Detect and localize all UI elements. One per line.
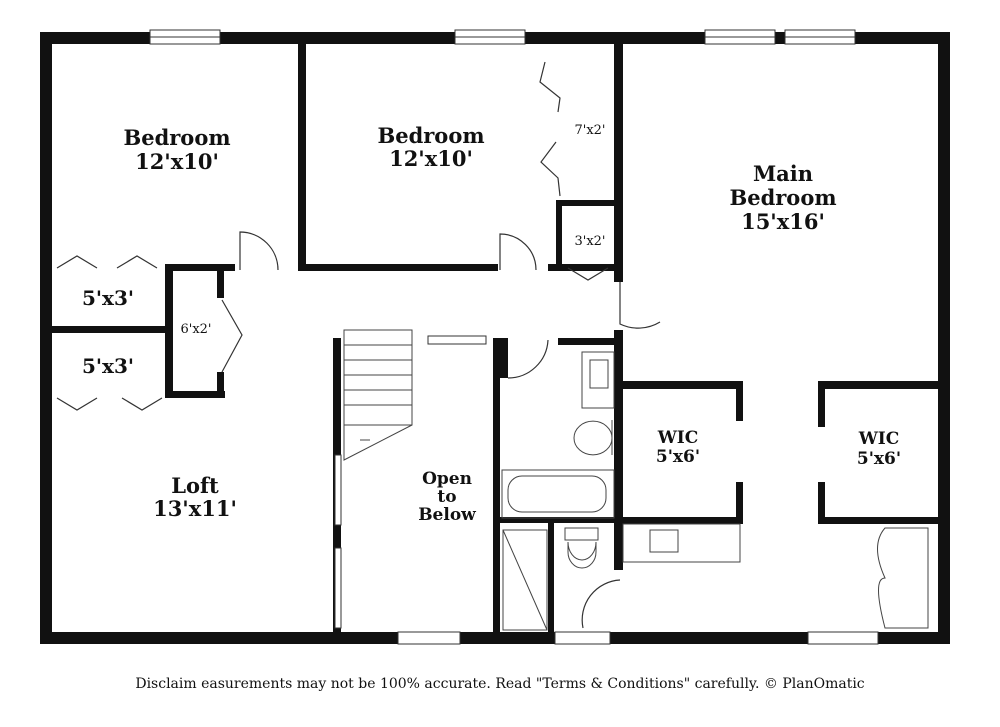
bifold-door bbox=[567, 267, 609, 281]
wall bbox=[818, 381, 825, 427]
wall bbox=[614, 44, 623, 282]
wall bbox=[548, 523, 554, 638]
bifold-door bbox=[221, 299, 243, 373]
wall bbox=[500, 338, 508, 378]
closet-dims-3x2: 3'x2' bbox=[574, 234, 605, 249]
bifold-door bbox=[56, 255, 98, 269]
wall bbox=[165, 264, 235, 271]
wall bbox=[165, 391, 225, 398]
fixtures bbox=[501, 351, 929, 631]
wall bbox=[818, 482, 825, 524]
outer-wall-right bbox=[938, 32, 950, 644]
room-name-loft: Loft bbox=[171, 473, 219, 498]
shower bbox=[502, 529, 548, 631]
bathtub bbox=[877, 527, 929, 629]
room-dims-wic-left: 5'x6' bbox=[656, 447, 700, 467]
bifold-door bbox=[56, 397, 98, 411]
wall bbox=[298, 264, 498, 271]
room-name-wic-right: WIC bbox=[858, 429, 900, 449]
wall bbox=[818, 381, 938, 389]
sink bbox=[581, 351, 615, 409]
bifold-door bbox=[116, 255, 158, 269]
wall bbox=[548, 264, 620, 271]
room-name-bedroom-left: Bedroom bbox=[123, 125, 230, 150]
railing bbox=[334, 454, 342, 526]
open-to-below-3: Below bbox=[418, 505, 476, 525]
wall bbox=[217, 270, 224, 298]
disclaimer-text: Disclaim easurements may not be 100% acc… bbox=[135, 676, 865, 692]
wall bbox=[818, 517, 938, 524]
door-swing bbox=[581, 579, 621, 629]
wall bbox=[614, 330, 623, 570]
wall bbox=[614, 381, 742, 389]
wall bbox=[558, 338, 623, 345]
open-to-below-1: Open bbox=[422, 469, 472, 489]
toilet bbox=[573, 420, 613, 456]
open-to-below-2: to bbox=[437, 487, 456, 507]
closet-dims-5x3-bottom: 5'x3' bbox=[82, 354, 134, 378]
wall bbox=[736, 482, 743, 524]
bifold-door bbox=[539, 61, 561, 113]
closet-dims-5x3-top: 5'x3' bbox=[82, 286, 134, 310]
vanity bbox=[622, 523, 741, 563]
door-swing bbox=[619, 282, 661, 329]
toilet bbox=[564, 527, 599, 569]
room-name-main-bedroom: Main bbox=[753, 161, 813, 186]
room-dims-bedroom-left: 12'x10' bbox=[135, 149, 219, 174]
window bbox=[427, 335, 487, 345]
walls bbox=[40, 32, 950, 644]
door-swing bbox=[499, 233, 537, 271]
bifold-door bbox=[121, 397, 163, 411]
wall bbox=[165, 264, 173, 397]
bifold-door bbox=[540, 141, 561, 197]
doors bbox=[56, 61, 661, 629]
room-dims-bedroom-center: 12'x10' bbox=[389, 146, 473, 171]
wall bbox=[493, 338, 500, 638]
wall bbox=[736, 381, 743, 421]
room-dims-loft: 13'x11' bbox=[153, 496, 237, 521]
closet-dims-6x2: 6'x2' bbox=[180, 322, 211, 337]
room-name-bedroom-center: Bedroom bbox=[377, 123, 484, 148]
room-name-main-bedroom-2: Bedroom bbox=[729, 185, 836, 210]
window bbox=[397, 631, 461, 645]
room-labels: Bedroom 12'x10' Bedroom 12'x10' Main Bed… bbox=[82, 123, 901, 525]
room-dims-main-bedroom: 15'x16' bbox=[741, 209, 825, 234]
bathtub bbox=[501, 469, 615, 519]
door-swing bbox=[239, 231, 279, 271]
wall bbox=[52, 326, 167, 333]
room-dims-wic-right: 5'x6' bbox=[857, 449, 901, 469]
wall bbox=[298, 44, 306, 270]
door-swing bbox=[507, 339, 549, 379]
window bbox=[554, 631, 611, 645]
wall bbox=[500, 517, 623, 523]
room-name-wic-left: WIC bbox=[657, 428, 699, 448]
railing bbox=[334, 547, 342, 629]
stairs bbox=[343, 329, 413, 461]
wall bbox=[217, 372, 224, 398]
windows bbox=[149, 29, 879, 645]
window bbox=[807, 631, 879, 645]
wall bbox=[556, 200, 616, 206]
outer-wall-left bbox=[40, 32, 52, 644]
wall bbox=[556, 200, 562, 270]
wall bbox=[614, 517, 742, 524]
closet-dims-7x2: 7'x2' bbox=[574, 123, 605, 138]
